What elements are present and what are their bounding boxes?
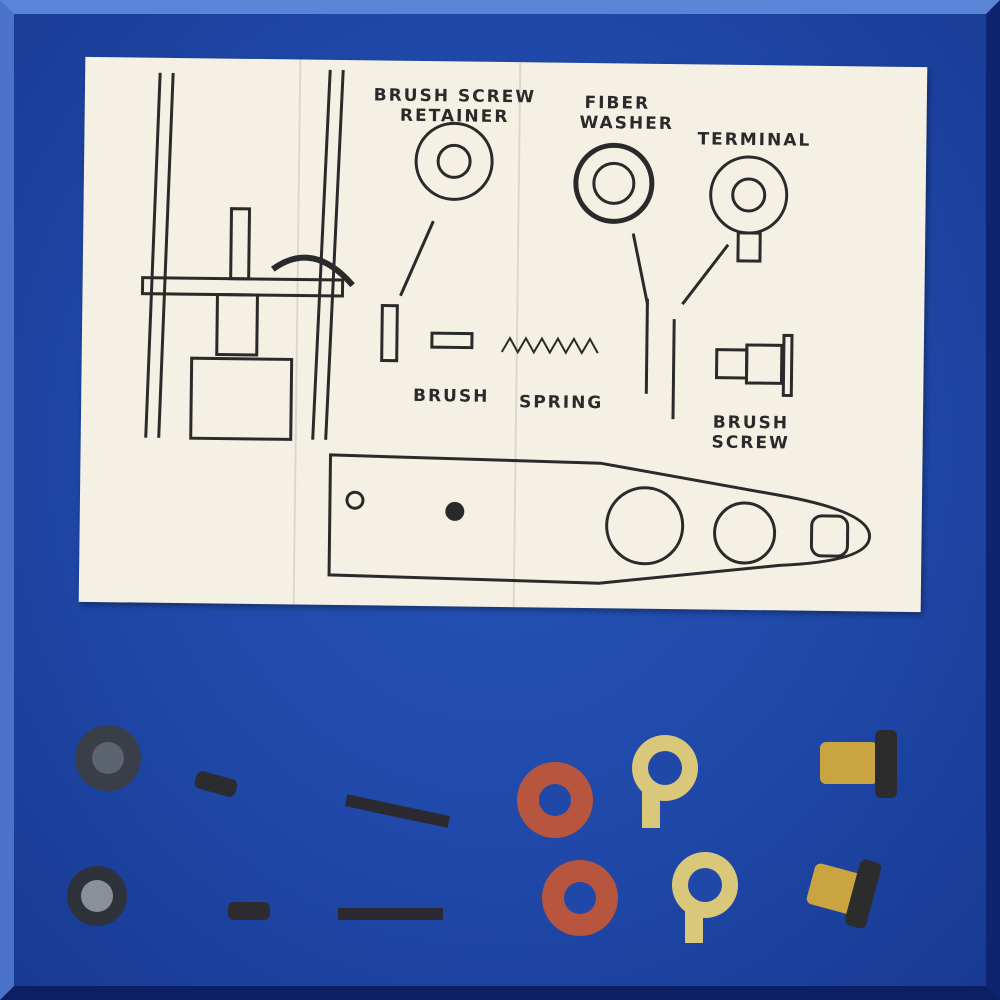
brush-part: [228, 902, 270, 920]
fiber-washer-part: [517, 762, 593, 838]
brush-screw-retainer-part: [67, 866, 127, 926]
spring-part: [338, 908, 443, 920]
brush-screw-part: [806, 859, 882, 929]
spring-part: [344, 794, 451, 828]
brush-part: [194, 771, 238, 797]
instruction-sheet: BRUSH SCREW RETAINER FIBER WASHER TERMIN…: [78, 56, 928, 613]
fiber-washer-part: [542, 860, 618, 936]
parts-drawing: [380, 121, 794, 420]
terminal-part: [672, 852, 738, 943]
diagram-drawing: [140, 59, 872, 608]
motor-assembly-drawing: [140, 69, 355, 441]
terminal-part: [632, 735, 698, 828]
brush-holder-plate-drawing: [327, 453, 872, 585]
brush-screw-retainer-part: [75, 725, 141, 791]
brush-screw-part: [820, 730, 897, 798]
